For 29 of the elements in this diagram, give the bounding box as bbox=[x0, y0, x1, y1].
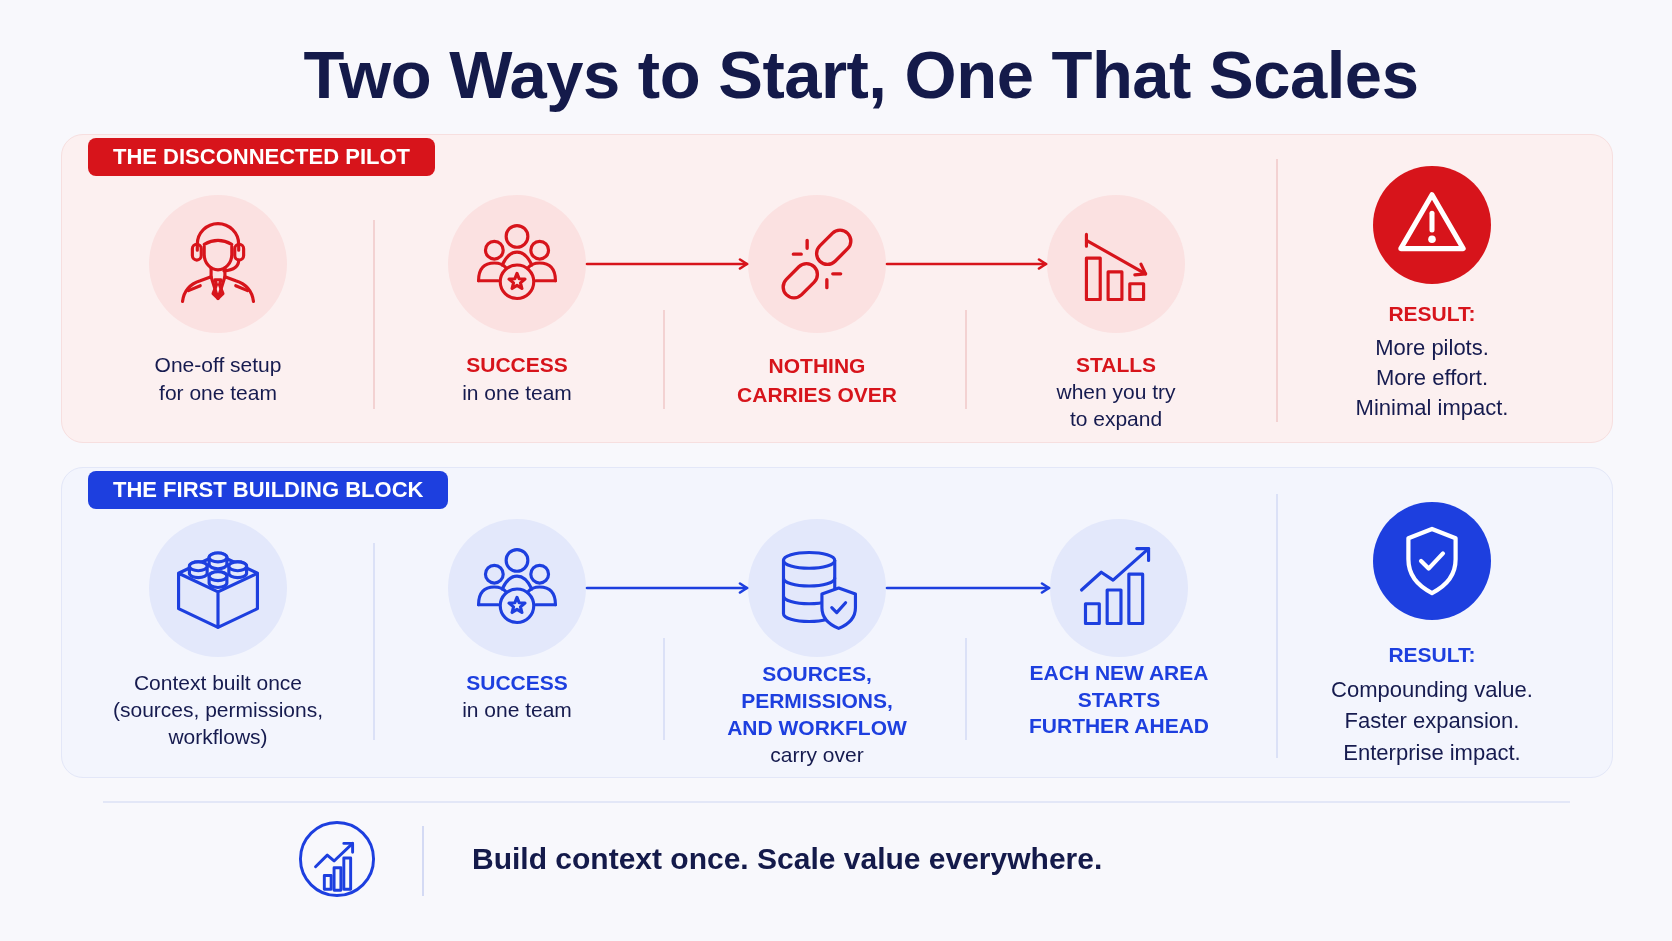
result-text: More pilots. bbox=[1375, 334, 1489, 362]
section-tag: THE FIRST BUILDING BLOCK bbox=[88, 471, 449, 509]
result-text: Compounding value. bbox=[1331, 675, 1533, 704]
section-tag: THE DISCONNECTED PILOT bbox=[88, 138, 435, 176]
step-description: in one team bbox=[462, 380, 572, 406]
result-text: Faster expansion. bbox=[1344, 707, 1520, 735]
step-heading: SOURCES, PERMISSIONS, AND WORKFLOW bbox=[726, 661, 908, 741]
step-heading: SUCCESS bbox=[466, 352, 568, 378]
arrow bbox=[885, 582, 1051, 594]
result-text: More effort. bbox=[1375, 364, 1489, 392]
section-panel bbox=[61, 467, 1613, 778]
step-heading: EACH NEW AREA STARTS FURTHER AHEAD bbox=[1027, 660, 1211, 739]
step-heading: NOTHING CARRIES OVER bbox=[736, 353, 898, 408]
step-description: when you try to expand bbox=[1055, 379, 1177, 432]
step-description: One-off setup for one team bbox=[153, 352, 283, 406]
result-text: Enterprise impact. bbox=[1343, 738, 1521, 767]
step-description: carry over bbox=[770, 742, 864, 768]
result-label: RESULT: bbox=[1388, 642, 1476, 668]
tagline: Build context once. Scale value everywhere. bbox=[472, 841, 1103, 877]
arrow bbox=[585, 582, 749, 594]
arrow bbox=[885, 258, 1048, 270]
step-description: in one team bbox=[462, 697, 572, 723]
result-text: Minimal impact. bbox=[1355, 394, 1509, 422]
step-heading: SUCCESS bbox=[466, 670, 568, 696]
step-description: Context built once (sources, permissions, workflows) bbox=[111, 670, 325, 750]
arrow bbox=[585, 258, 749, 270]
section-panel bbox=[61, 134, 1613, 443]
step-heading: STALLS bbox=[1075, 352, 1157, 378]
result-label: RESULT: bbox=[1388, 301, 1476, 327]
